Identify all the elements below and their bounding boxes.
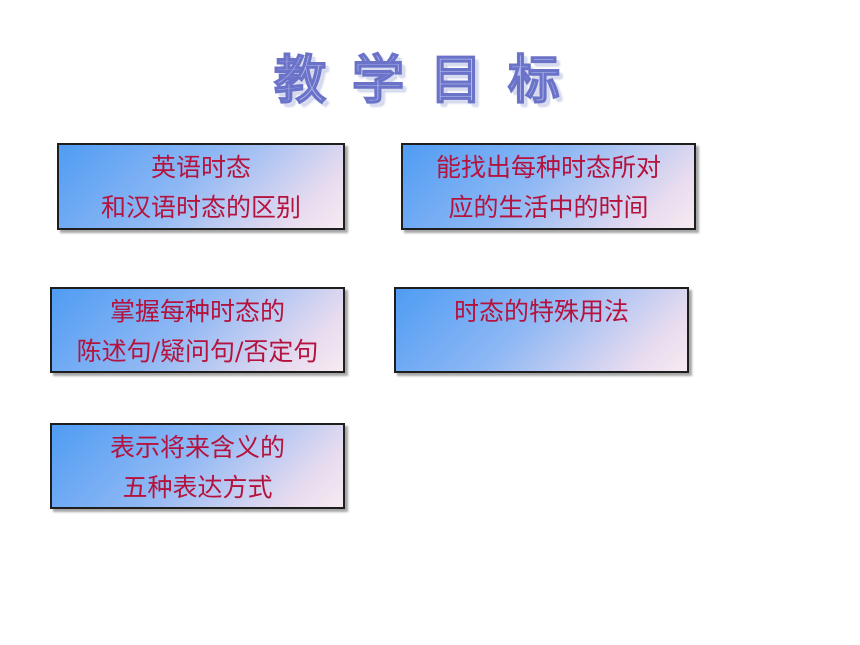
goal-text-line1: 时态的特殊用法 — [453, 297, 629, 326]
goal-text-line1: 英语时态 — [150, 153, 251, 182]
goal-text-line2: 和汉语时态的区别 — [100, 193, 301, 222]
goal-text-line2: 陈述句/疑问句/否定句 — [76, 337, 319, 366]
page-title: 教学目标 — [273, 50, 586, 112]
goal-text-line1: 表示将来含义的 — [109, 433, 285, 462]
goal-text-line1: 掌握每种时态的 — [109, 297, 285, 326]
goal-text-line1: 能找出每种时态所对 — [435, 153, 661, 182]
goal-box-sentence-forms[interactable]: 掌握每种时态的 陈述句/疑问句/否定句 — [50, 287, 345, 373]
goal-box-time-expressions[interactable]: 能找出每种时态所对 应的生活中的时间 — [401, 143, 696, 230]
goal-text-line2: 应的生活中的时间 — [448, 193, 649, 222]
goal-box-future-expressions[interactable]: 表示将来含义的 五种表达方式 — [50, 423, 345, 509]
goal-box-tense-comparison[interactable]: 英语时态 和汉语时态的区别 — [57, 143, 345, 230]
goal-box-special-usage[interactable]: 时态的特殊用法 — [394, 287, 689, 373]
goal-text-line2: 五种表达方式 — [122, 473, 273, 502]
